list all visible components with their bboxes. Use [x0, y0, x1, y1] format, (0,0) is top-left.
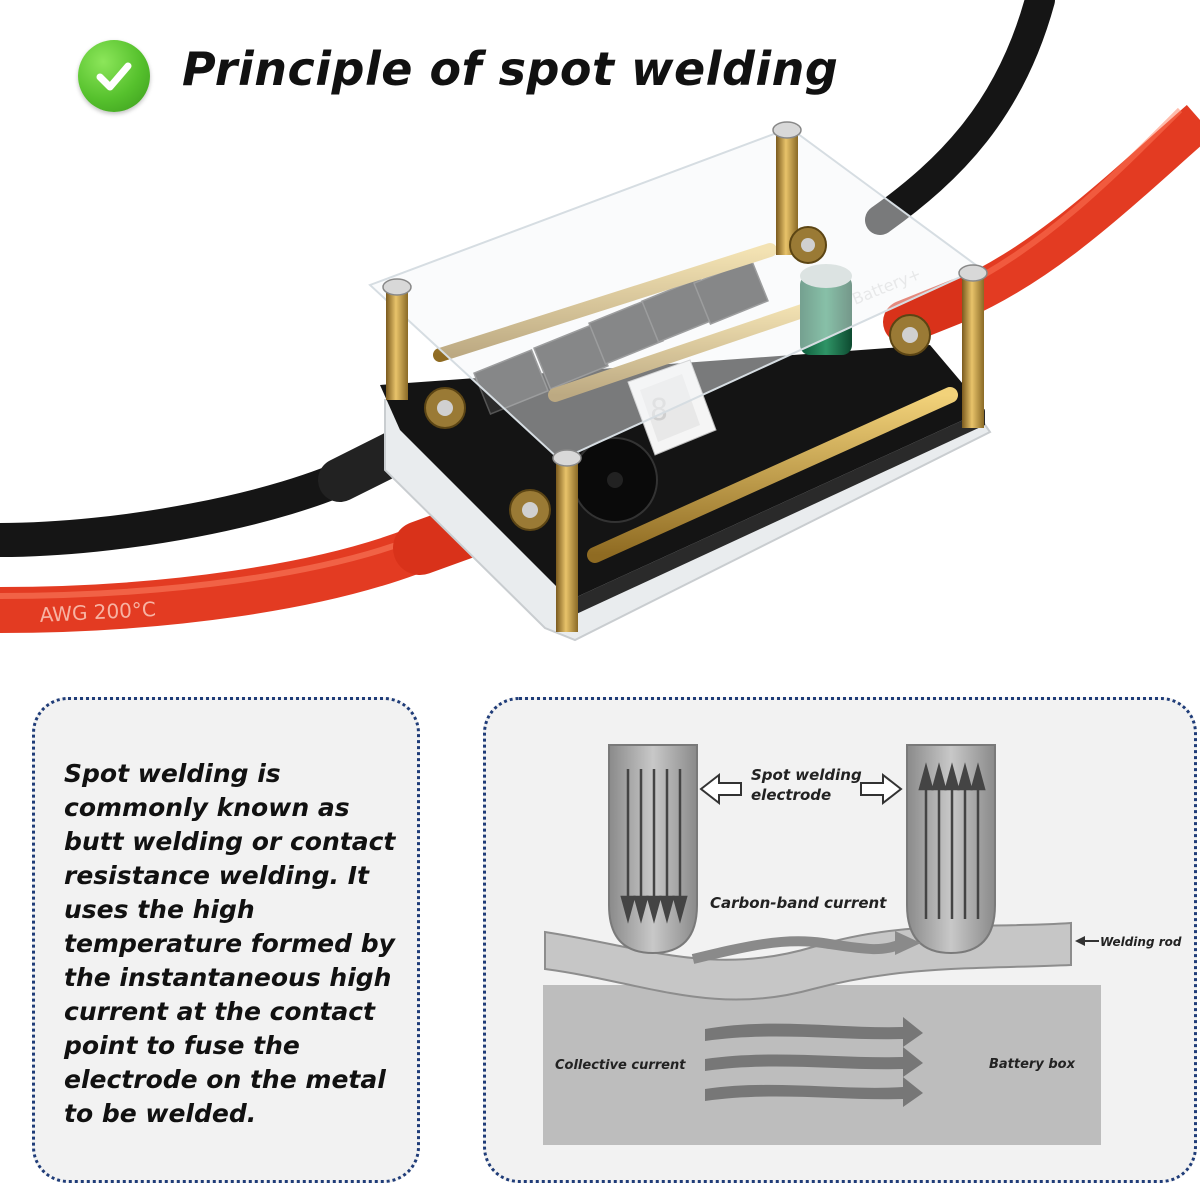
label-carbon-band-current: Carbon-band current: [710, 894, 887, 912]
display-digit: 8: [650, 393, 668, 428]
page-title: Principle of spot welding: [182, 42, 839, 96]
green-check-icon: [78, 40, 150, 112]
pointer-right-icon: [860, 772, 903, 806]
label-welding-rod: Welding rod: [1100, 935, 1182, 949]
product-photo: AWG 200°C 8 Battery+: [0, 0, 1200, 642]
label-collective-current: Collective current: [555, 1058, 686, 1073]
label-battery-box: Battery box: [989, 1057, 1076, 1072]
description-text: Spot welding is commonly known as butt w…: [64, 759, 396, 1128]
pointer-left-icon: [699, 772, 742, 806]
label-electrode-line2: electrode: [751, 786, 831, 804]
description-panel: [32, 697, 420, 1183]
header: [78, 36, 150, 116]
label-electrode-line1: Spot welding: [751, 766, 862, 784]
spot-welding-diagram: Spot welding electrode Carbon-band curre…: [543, 744, 1182, 1145]
